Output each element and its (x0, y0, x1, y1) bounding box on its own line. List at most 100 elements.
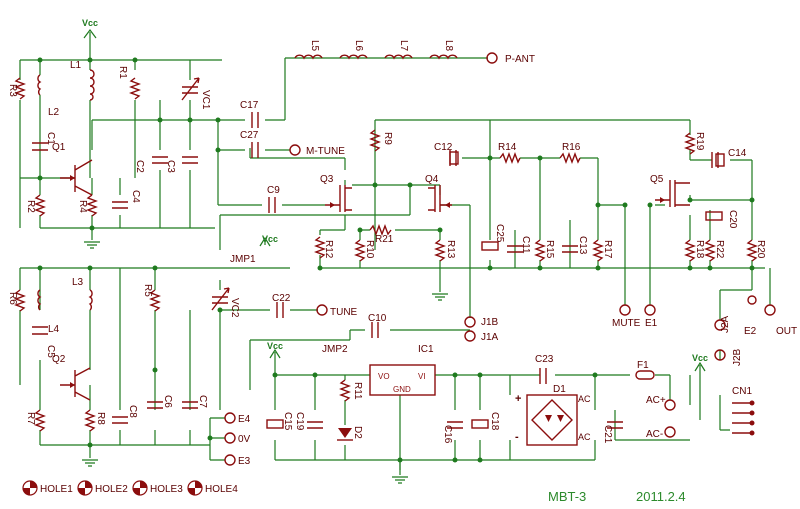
ic1-gnd-pin: GND (393, 385, 411, 394)
r3-symbol (14, 77, 26, 100)
ic1-vi-pin: VI (418, 372, 426, 381)
r9-label: R9 (382, 132, 393, 145)
c7-symbol (182, 401, 198, 409)
vc1-label: VC1 (200, 90, 211, 110)
q2-label: Q2 (52, 354, 66, 365)
cn1-symbol (732, 400, 755, 436)
c21-symbol (607, 421, 623, 429)
c17-symbol (251, 112, 259, 128)
c3-symbol (182, 156, 198, 164)
l3-symbol (88, 289, 93, 311)
terminal-circles (224, 52, 776, 466)
c11-label: C11 (520, 236, 531, 254)
r16-symbol (559, 152, 581, 164)
c8-label: C8 (127, 405, 138, 418)
c27-label: C27 (240, 130, 259, 141)
r4-symbol (86, 194, 98, 217)
d1-label: D1 (553, 384, 566, 395)
f1-label: F1 (637, 360, 649, 371)
footer-model: MBT-3 (548, 489, 586, 504)
hole3-label: HOLE3 (150, 484, 183, 495)
d1-ac-top: AC (578, 394, 591, 404)
q4-symbol (428, 185, 452, 212)
c19-label: C19 (294, 412, 305, 431)
c23-label: C23 (535, 354, 554, 365)
e2-label: E2 (744, 326, 757, 337)
c4-label: C4 (130, 190, 141, 203)
jmp2-label: JMP2 (322, 344, 348, 355)
ac-minus-label: AC- (646, 429, 663, 440)
l2-label: L2 (48, 107, 60, 118)
r7-label: R7 (25, 412, 36, 425)
d1-bridge-symbol (526, 394, 578, 446)
ic1-vo-pin: VO (378, 372, 390, 381)
e4-label: E4 (238, 414, 251, 425)
r18-symbol (684, 239, 696, 262)
q5-label: Q5 (650, 174, 664, 185)
r6-label: R6 (7, 292, 18, 305)
c16-label: C16 (442, 425, 453, 444)
c14-body (715, 153, 725, 167)
r8-label: R8 (95, 412, 106, 425)
ac-plus-label: AC+ (646, 395, 666, 406)
c18-body (471, 419, 489, 429)
r17-symbol (592, 239, 604, 262)
r13-symbol (434, 239, 446, 262)
r17-label: R17 (602, 240, 613, 259)
d2-symbol (337, 428, 353, 441)
r13-label: R13 (445, 240, 456, 259)
junction-dots (37, 57, 755, 463)
r7-symbol (34, 409, 46, 432)
c22-label: C22 (272, 293, 291, 304)
c12-body (449, 151, 459, 165)
hole1-label: HOLE1 (40, 484, 73, 495)
q3-label: Q3 (320, 174, 334, 185)
c2-symbol (152, 156, 168, 164)
c27-symbol (251, 142, 259, 158)
r5-label: R5 (142, 284, 153, 297)
c14-label: C14 (728, 148, 747, 159)
q5-symbol (655, 180, 690, 207)
q1-symbol (60, 159, 93, 196)
l4-symbol (37, 289, 42, 311)
l1-symbol (89, 69, 95, 101)
c1-symbol (32, 142, 48, 151)
r9-symbol (369, 129, 381, 152)
l5-symbol (294, 54, 323, 60)
c18-label: C18 (489, 412, 500, 431)
r1-label: R1 (117, 66, 128, 79)
c15-label: C15 (282, 412, 293, 431)
c25-label: C25 (494, 224, 505, 243)
c1-label: C1 (45, 132, 56, 145)
c20-label: C20 (727, 210, 738, 229)
r12-symbol (314, 236, 326, 259)
0v-label: 0V (238, 434, 251, 445)
c8-symbol (112, 416, 128, 424)
l8-label: L8 (443, 40, 454, 52)
m-tune-label: M-TUNE (306, 146, 345, 157)
c21-label: C21 (602, 425, 613, 444)
r22-symbol (704, 239, 716, 262)
r10-label: R10 (364, 240, 375, 259)
cn1-label: CN1 (732, 386, 752, 397)
vcc-arrow-4 (694, 361, 706, 375)
d2-label: D2 (352, 426, 363, 439)
c11-symbol (507, 245, 523, 253)
d1-ac-bottom: AC (578, 432, 591, 442)
c6-label: C6 (162, 395, 173, 408)
j1b-label: J1B (481, 317, 499, 328)
hole-2-icon (77, 480, 93, 496)
r14-label: R14 (498, 142, 517, 153)
c9-label: C9 (267, 185, 280, 196)
f1-body (635, 370, 655, 380)
j1a-label: J1A (481, 332, 499, 343)
c12-label: C12 (434, 142, 453, 153)
l5-label: L5 (309, 40, 320, 52)
c7-label: C7 (197, 395, 208, 408)
l6-label: L6 (353, 40, 364, 52)
c17-label: C17 (240, 100, 259, 111)
l7-symbol (384, 54, 413, 60)
hole-1-icon (22, 480, 38, 496)
c4-symbol (112, 201, 128, 209)
